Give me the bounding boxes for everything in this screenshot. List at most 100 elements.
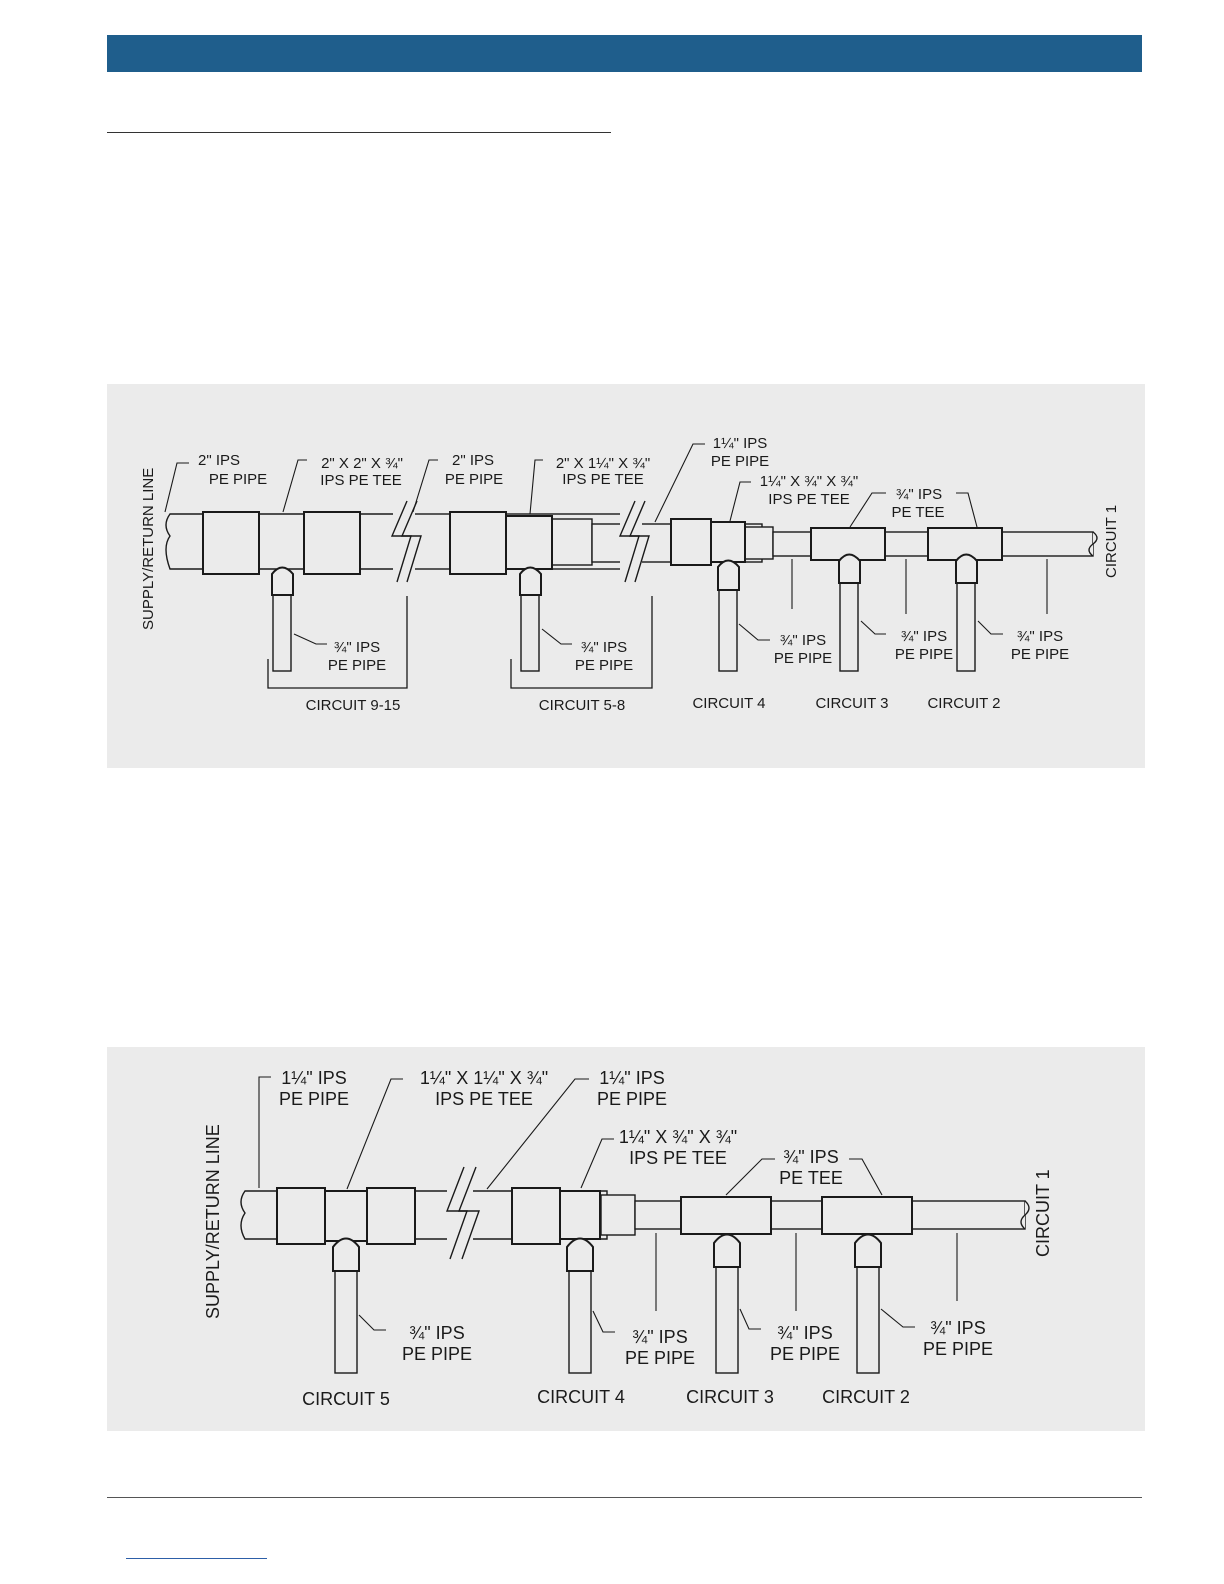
main-pipe-end bbox=[1020, 1200, 1030, 1230]
label-b3-l1: ¾" IPS bbox=[901, 628, 947, 645]
label-circuit-1: CIRCUIT 1 bbox=[1103, 505, 1120, 578]
section-title-rule bbox=[107, 132, 611, 133]
leader-34tee-a bbox=[725, 1158, 775, 1196]
leader-tee-b bbox=[580, 1138, 614, 1189]
label-tee-b-l2: IPS PE TEE bbox=[629, 1148, 727, 1168]
manifold-diagram-2-svg: SUPPLY/RETURN LINE CIRCUIT 1 1¼" IPS PE … bbox=[203, 1068, 1053, 1409]
main-pipe-end bbox=[1088, 531, 1098, 557]
tee-a-body bbox=[324, 1190, 368, 1242]
coupling-2 bbox=[366, 1187, 416, 1245]
main-pipe-reducer bbox=[600, 1194, 636, 1236]
label-b4-l1: ¾" IPS bbox=[930, 1318, 985, 1338]
leader-b3 bbox=[860, 620, 886, 635]
label-tee-2x2-l1: 2" X 2" X ¾" bbox=[321, 455, 403, 472]
leader-tee-a bbox=[346, 1078, 403, 1190]
branch-circuit-3 bbox=[838, 553, 861, 672]
leader-2ips-b bbox=[412, 459, 438, 513]
label-b2-l1: ¾" IPS bbox=[632, 1327, 687, 1347]
brace-circuit-5-8 bbox=[510, 596, 653, 689]
leader-tee-2x2 bbox=[282, 459, 307, 513]
label-b4-l2: PE PIPE bbox=[923, 1339, 993, 1359]
label-circuit-2: CIRCUIT 2 bbox=[927, 695, 1000, 712]
label-circuit-4: CIRCUIT 4 bbox=[537, 1387, 625, 1407]
label-34tee-l1: ¾" IPS bbox=[896, 486, 942, 503]
branch-circuit-3 bbox=[713, 1233, 741, 1374]
branch-circuit-2 bbox=[955, 553, 978, 672]
tee-114-body bbox=[710, 521, 746, 563]
leader-34tee-a bbox=[849, 492, 886, 528]
leader-tee-2x1 bbox=[529, 459, 543, 515]
break-mark-1b bbox=[457, 1166, 480, 1260]
label-114b-l2: PE PIPE bbox=[597, 1089, 667, 1109]
branch-circuit-4 bbox=[717, 559, 740, 672]
label-circuit-5-8: CIRCUIT 5-8 bbox=[539, 697, 625, 714]
leader-34tee-b bbox=[956, 492, 978, 528]
tee-b-body bbox=[559, 1190, 601, 1240]
break-mark-2b bbox=[628, 500, 650, 583]
leader-b3 bbox=[739, 1308, 761, 1330]
label-circuit-4: CIRCUIT 4 bbox=[692, 695, 765, 712]
tee-2x1-body bbox=[505, 515, 553, 570]
leader-b2 bbox=[592, 1310, 615, 1333]
label-tee-2x1-l2: IPS PE TEE bbox=[562, 471, 643, 488]
label-b1-l2: PE PIPE bbox=[328, 657, 386, 674]
label-2ips-pipe-b-l1: 2" IPS bbox=[452, 452, 494, 469]
footer-rule bbox=[107, 1497, 1142, 1498]
label-114ips-l1: 1¼" IPS bbox=[713, 435, 768, 452]
label-b3-l1: ¾" IPS bbox=[777, 1323, 832, 1343]
leader-b1 bbox=[358, 1314, 386, 1331]
label-b2-l2: PE PIPE bbox=[575, 657, 633, 674]
label-supply-return-line: SUPPLY/RETURN LINE bbox=[203, 1124, 223, 1319]
leader-tee-114 bbox=[729, 481, 751, 522]
label-2ips-pipe-a-l2: PE PIPE bbox=[209, 471, 267, 488]
label-b3-l2: PE PIPE bbox=[770, 1344, 840, 1364]
leader-114ips bbox=[654, 443, 705, 523]
leader-b2c bbox=[977, 620, 1003, 635]
label-114ips-l2: PE PIPE bbox=[711, 453, 769, 470]
coupling-3 bbox=[449, 511, 507, 575]
coupling-2 bbox=[303, 511, 361, 575]
leader-2ips-a bbox=[164, 462, 189, 513]
leader-b4 bbox=[738, 623, 770, 641]
label-114a-l2: PE PIPE bbox=[279, 1089, 349, 1109]
label-b2-l1: ¾" IPS bbox=[581, 639, 627, 656]
footer-link-underline[interactable] bbox=[126, 1558, 267, 1559]
label-tee-b-l1: 1¼" X ¾" X ¾" bbox=[619, 1127, 737, 1147]
leader-b2 bbox=[541, 628, 572, 645]
tee-34-b bbox=[821, 1196, 913, 1235]
label-tee-a-l2: IPS PE TEE bbox=[435, 1089, 533, 1109]
label-b4-l2: PE PIPE bbox=[774, 650, 832, 667]
label-circuit-9-15: CIRCUIT 9-15 bbox=[306, 697, 401, 714]
label-b3-l2: PE PIPE bbox=[895, 646, 953, 663]
branch-circuit-5-8 bbox=[519, 566, 542, 672]
label-tee-114-l1: 1¼" X ¾" X ¾" bbox=[760, 473, 859, 490]
manifold-diagram-1: SUPPLY/RETURN LINE CIRCUIT 1 2" IPS PE P… bbox=[107, 384, 1145, 768]
label-34tee-l2: PE TEE bbox=[891, 504, 944, 521]
break-mark-1 bbox=[445, 1166, 468, 1260]
label-circuit-2: CIRCUIT 2 bbox=[822, 1387, 910, 1407]
coupling-1 bbox=[276, 1187, 326, 1245]
leader-34tee-b bbox=[849, 1158, 883, 1196]
label-b1-l1: ¾" IPS bbox=[334, 639, 380, 656]
coupling-1 bbox=[202, 511, 260, 575]
label-b2c-l2: PE PIPE bbox=[1011, 646, 1069, 663]
leader-b1 bbox=[293, 633, 327, 645]
leader-b4 bbox=[880, 1308, 915, 1328]
header-bar bbox=[107, 35, 1142, 72]
label-circuit-3: CIRCUIT 3 bbox=[686, 1387, 774, 1407]
leader-114a bbox=[258, 1076, 271, 1188]
label-tee-114-l2: IPS PE TEE bbox=[768, 491, 849, 508]
main-pipe-reducer-2 bbox=[744, 526, 774, 560]
leader-114b bbox=[486, 1078, 589, 1190]
label-b2-l2: PE PIPE bbox=[625, 1348, 695, 1368]
branch-circuit-5 bbox=[332, 1237, 360, 1374]
tee-34-a bbox=[680, 1196, 772, 1235]
label-114b-l1: 1¼" IPS bbox=[599, 1068, 664, 1088]
label-tee-2x2-l2: IPS PE TEE bbox=[320, 472, 401, 489]
brace-circuit-9-15 bbox=[267, 596, 408, 689]
label-b4-l1: ¾" IPS bbox=[780, 632, 826, 649]
coupling-4 bbox=[670, 518, 712, 566]
label-b2c-l1: ¾" IPS bbox=[1017, 628, 1063, 645]
label-34tee-l2: PE TEE bbox=[779, 1168, 843, 1188]
label-tee-2x1-l1: 2" X 1¼" X ¾" bbox=[556, 455, 650, 472]
